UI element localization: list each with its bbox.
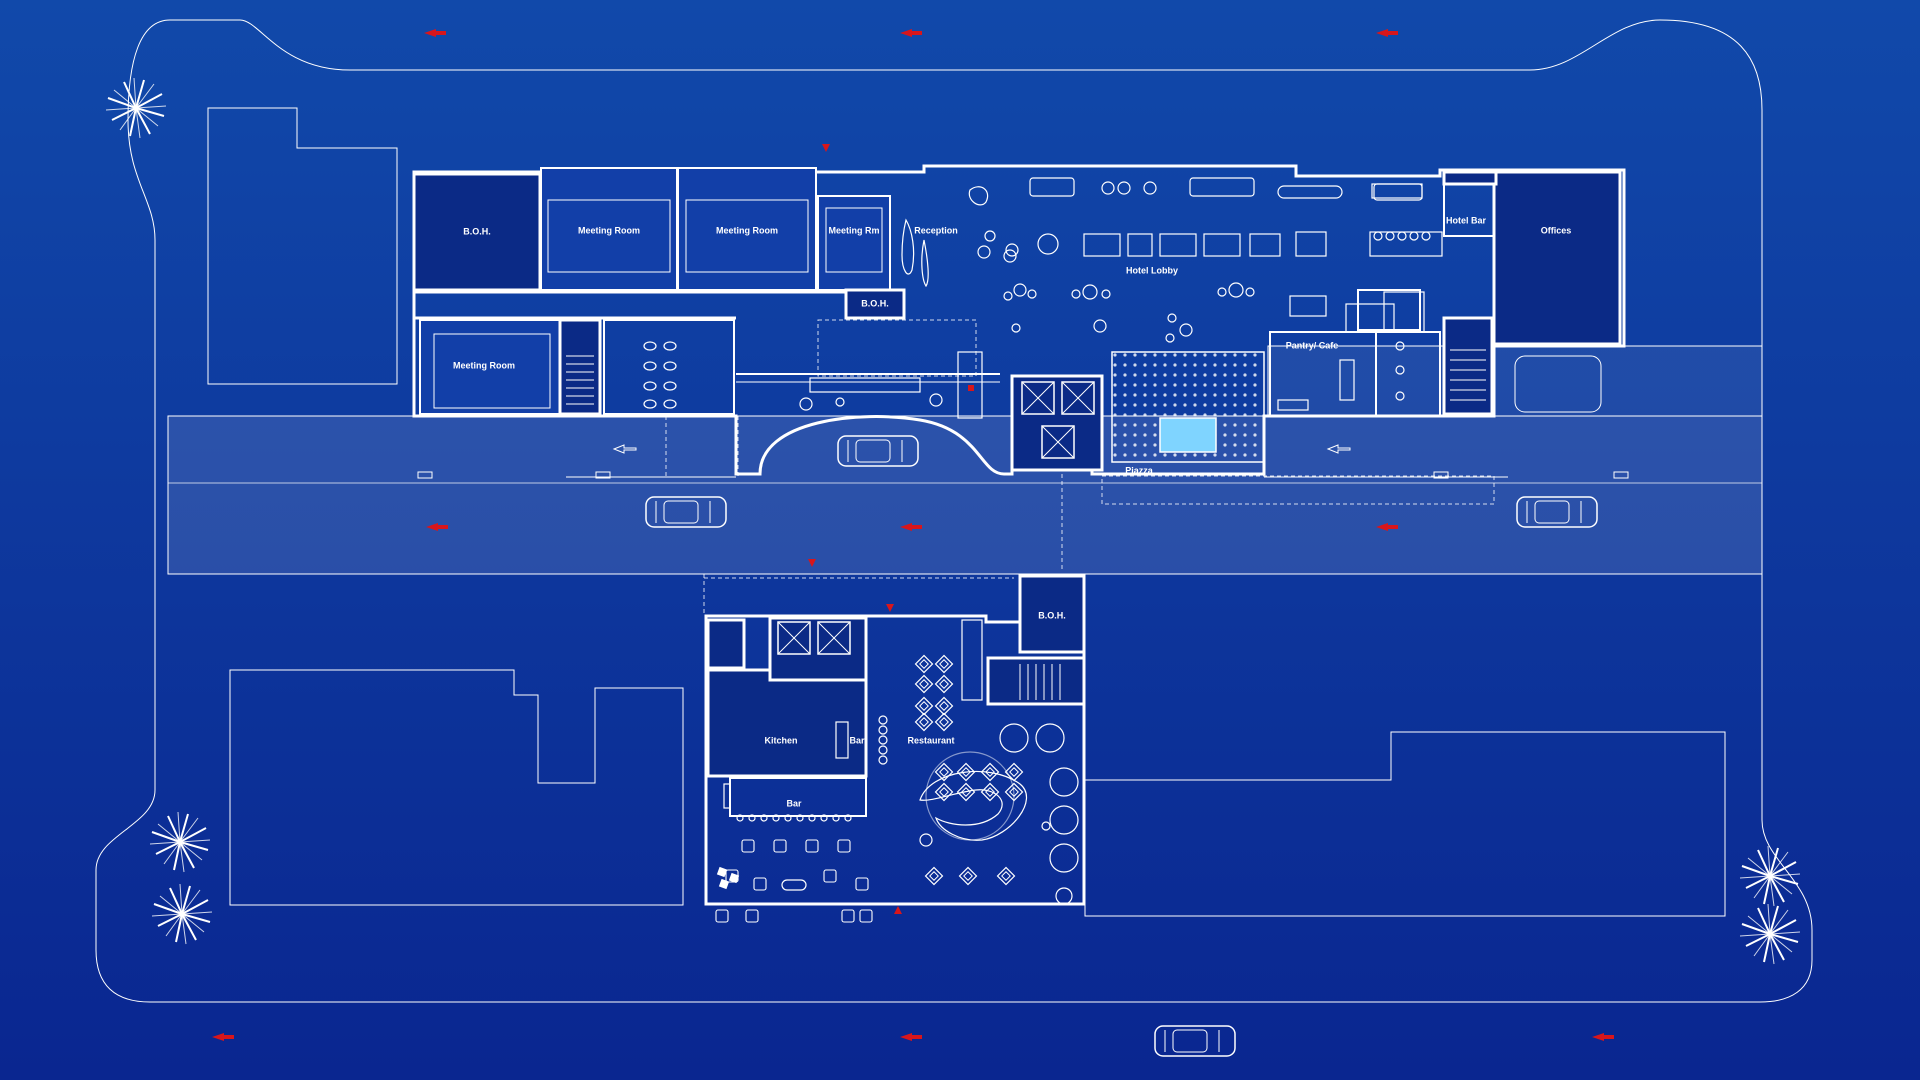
meeting-room-label: Meeting Room: [453, 360, 515, 370]
stair-icon: [1442, 316, 1494, 416]
plot-top-left: [207, 107, 398, 385]
hotel-bar-label: Hotel Bar: [1446, 215, 1487, 225]
meeting-room: [419, 319, 561, 415]
pool: [1159, 417, 1217, 453]
traffic-arrow-icon: [612, 444, 637, 454]
bar-label: Bar: [786, 798, 802, 808]
boh-room: [412, 172, 542, 292]
meeting-room-label: Meeting Room: [716, 225, 778, 235]
traffic-arrow-icon: [212, 1033, 234, 1041]
boh-label: B.O.H.: [1038, 610, 1066, 620]
traffic-arrow-icon: [1326, 444, 1351, 454]
site-boundary: [95, 19, 1813, 1003]
boh-label: B.O.H.: [861, 298, 889, 308]
spiral-stair-icon: [919, 770, 1027, 841]
restaurant-label: Restaurant: [907, 735, 954, 745]
meeting-room: [677, 167, 817, 291]
offices-room: [1492, 170, 1622, 346]
boh-room: [844, 288, 906, 320]
traffic-arrow-icon: [900, 523, 922, 531]
traffic-arrow-icon: [424, 29, 446, 37]
stair-icon: [558, 318, 602, 416]
meeting-room-small: [817, 195, 891, 291]
kitchen-label: Kitchen: [764, 735, 797, 745]
traffic-arrow-icon: [900, 29, 922, 37]
reception-label: Reception: [914, 225, 958, 235]
traffic-arrows: [212, 29, 1614, 1041]
hotel-lobby-label: Hotel Lobby: [1126, 265, 1178, 275]
boh-label: B.O.H.: [463, 226, 491, 236]
pantry-cafe-label: Pantry/ Cafe: [1286, 340, 1339, 350]
meeting-rm-label: Meeting Rm: [828, 225, 879, 235]
hotel-building: B.O.H. Meeting Room Meeting Room Meeting…: [412, 164, 1626, 570]
offices-label: Offices: [1541, 225, 1572, 235]
bar-label: Bar: [849, 735, 865, 745]
parking-pad-right: [1514, 355, 1602, 413]
piazza-label: Piazza: [1125, 465, 1154, 475]
traffic-arrow-icon: [1376, 29, 1398, 37]
lobby-furniture: [968, 177, 1443, 343]
restaurant-building: B.O.H. Kitchen Bar Restaurant: [703, 574, 1086, 923]
road: [167, 415, 1763, 575]
meeting-room: [540, 167, 678, 291]
meeting-room-label: Meeting Room: [578, 225, 640, 235]
traffic-arrow-icon: [1376, 523, 1398, 531]
traffic-arrow-icon: [426, 523, 448, 531]
traffic-arrow-icon: [900, 1033, 922, 1041]
traffic-arrow-icon: [1592, 1033, 1614, 1041]
plot-bottom-right: [1084, 731, 1726, 917]
kitchen-room: [706, 668, 868, 778]
boh-room: [1018, 574, 1086, 654]
plot-bottom-left: [229, 669, 684, 906]
